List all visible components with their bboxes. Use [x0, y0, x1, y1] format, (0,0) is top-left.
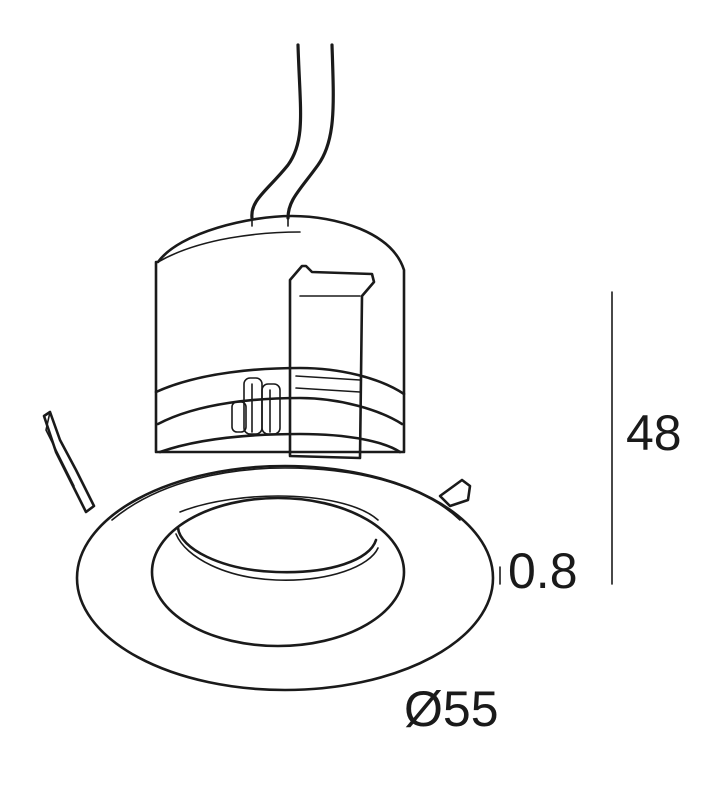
driver-housing — [154, 214, 406, 454]
spring-clip — [288, 264, 376, 460]
flange-thickness-label: 0.8 — [508, 543, 578, 599]
mounting-spring-right — [438, 478, 472, 508]
mounting-spring-left — [42, 410, 96, 514]
dimension-height: 48 — [611, 291, 682, 585]
dimension-flange-thickness: 0.8 — [499, 543, 578, 599]
flange-bezel — [75, 464, 495, 692]
height-label: 48 — [626, 405, 682, 461]
dimension-diameter: Ø55 — [404, 681, 499, 737]
diameter-label: Ø55 — [404, 681, 499, 737]
power-cables — [250, 43, 335, 227]
terminal-block — [231, 377, 281, 435]
